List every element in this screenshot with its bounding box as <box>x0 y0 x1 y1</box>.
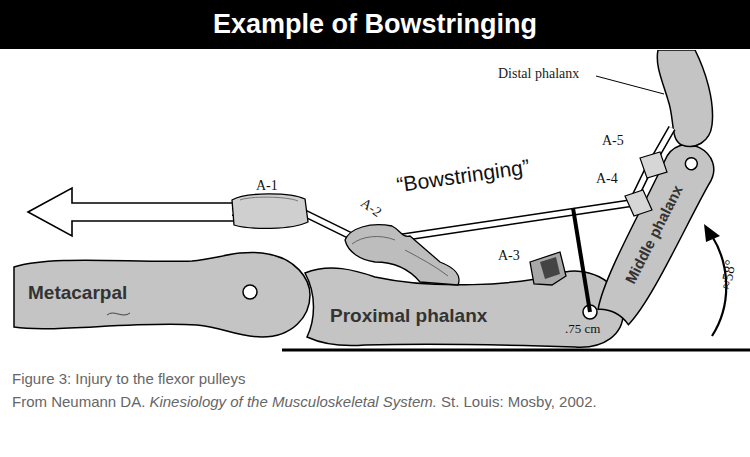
angle-label: ≈58° <box>718 259 740 291</box>
tendon-core <box>232 128 672 238</box>
pulley-shade <box>352 237 448 276</box>
pulley-label: A-5 <box>602 133 624 149</box>
pulley-a3 <box>530 252 566 285</box>
bone-label: Metacarpal <box>28 282 127 304</box>
credit-row: From Neumann DA.Kinesiology of the Muscu… <box>12 393 601 410</box>
pulley-shade <box>240 197 298 201</box>
pulley-label: A-3 <box>498 248 520 264</box>
bone-outline <box>14 252 310 337</box>
pulley-label: A-1 <box>256 178 278 194</box>
joint-axis <box>243 285 257 299</box>
pulley-label: A-4 <box>596 171 618 187</box>
joint-axis <box>583 305 597 319</box>
bone-node: Metacarpal <box>12 245 312 340</box>
tendon-outline <box>232 128 672 238</box>
bone-outline <box>591 136 722 328</box>
bowstring-label: “Bowstringing” <box>395 155 531 197</box>
figure-caption: Figure 3: Injury to the flexor pulleys <box>12 370 245 387</box>
leader-line <box>596 76 664 94</box>
bone-texture <box>107 313 130 315</box>
credit-title: Kinesiology of the Musculoskeletal Syste… <box>149 393 437 410</box>
bone-outline <box>657 50 712 146</box>
ground-line <box>282 349 750 352</box>
credit-text: From Neumann DA. <box>12 393 145 410</box>
bone-label: Proximal phalanx <box>330 305 487 327</box>
angle-arrowhead <box>704 224 720 242</box>
pulley-a1 <box>232 194 308 229</box>
title-bar: Example of Bowstringing <box>0 0 750 49</box>
pull-arrow <box>28 188 236 236</box>
pulley-label: A-2 <box>357 195 384 221</box>
dimension-label: .75 cm <box>565 321 600 337</box>
pulley-shade <box>540 257 560 279</box>
joint-axis <box>683 156 699 172</box>
bone-label: Distal phalanx <box>498 66 579 82</box>
credit-text: St. Louis: Mosby, 2002. <box>441 393 597 410</box>
title-text: Example of Bowstringing <box>213 9 537 40</box>
bone-outline <box>305 268 623 347</box>
